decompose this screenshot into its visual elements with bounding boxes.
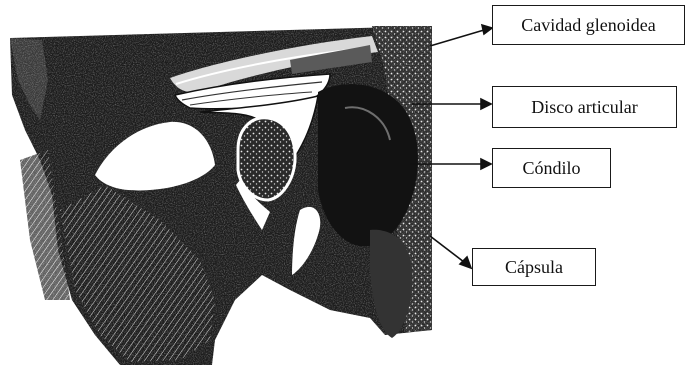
label-condilo: Cóndilo (492, 148, 611, 188)
label-cavidad-glenoidea: Cavidad glenoidea (492, 5, 685, 45)
label-capsula: Cápsula (472, 248, 596, 286)
label-disco-articular: Disco articular (492, 86, 677, 128)
